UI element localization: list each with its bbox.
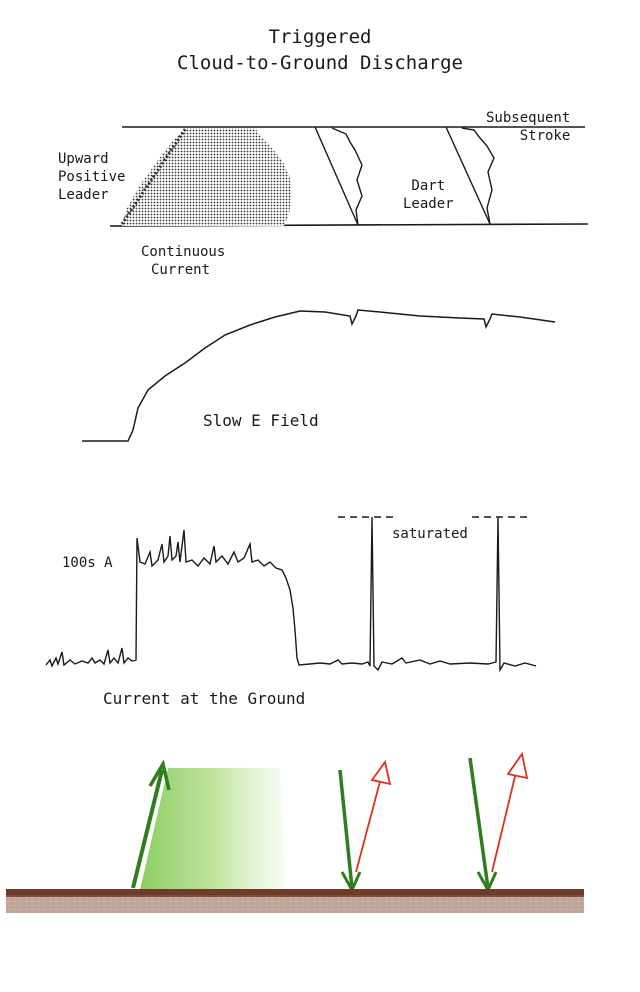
dart-leader-label: Dart Leader (403, 177, 454, 213)
return-stroke-arrowhead-1 (370, 759, 392, 786)
return-stroke-arrow-1 (355, 773, 383, 873)
subsequent-stroke-label: Subsequent Stroke (486, 109, 570, 145)
e-field-label: Slow E Field (203, 411, 319, 430)
dart-leader-arrow-1 (338, 769, 354, 889)
current-caption: Current at the Ground (103, 689, 306, 708)
ground-current-trace (45, 516, 537, 673)
e-field-curve (82, 309, 556, 442)
subsequent-stroke-label-line: Subsequent (486, 110, 571, 126)
colored-sketch (6, 751, 584, 913)
upward-leader-label-line: Upward (58, 151, 109, 167)
ground-band (6, 889, 584, 897)
continuous-current-label-line: Current (151, 262, 211, 278)
continuous-current-label: Continuous Current (141, 243, 225, 279)
dart-leader-label-line: Leader (403, 196, 454, 212)
dart-leader-1 (314, 126, 359, 226)
ground-soil (6, 895, 584, 913)
dart-leader-2 (445, 126, 491, 225)
subsequent-stroke-label-line: Stroke (519, 128, 571, 144)
current-level-label: 100s A (62, 555, 113, 571)
upward-leader-arrowhead (148, 759, 171, 791)
dart-leader-label-line: Dart (411, 178, 446, 194)
discharge-schematic (109, 126, 589, 227)
return-stroke-1 (331, 127, 363, 226)
upward-leader-arrow (131, 769, 164, 889)
return-stroke-2 (461, 127, 495, 225)
upward-leader-edge (120, 127, 188, 225)
return-stroke-arrow-2 (491, 767, 518, 873)
saturated-label: saturated (392, 526, 468, 542)
upward-leader-label-line: Leader (58, 187, 109, 203)
slow-e-field-trace (82, 309, 556, 442)
dart-leader-arrow-2 (468, 757, 490, 889)
current-curve (45, 516, 537, 673)
continuous-current-region (122, 128, 292, 226)
return-stroke-arrowhead-2 (506, 751, 529, 780)
title-line-1: Triggered (268, 26, 372, 48)
continuous-current-glow (140, 768, 285, 890)
title-line-2: Cloud-to-Ground Discharge (177, 52, 463, 74)
continuous-current-label-line: Continuous (141, 244, 226, 260)
upward-leader-label-line: Positive (58, 169, 126, 185)
upward-leader-label: Upward Positive Leader (58, 150, 125, 204)
